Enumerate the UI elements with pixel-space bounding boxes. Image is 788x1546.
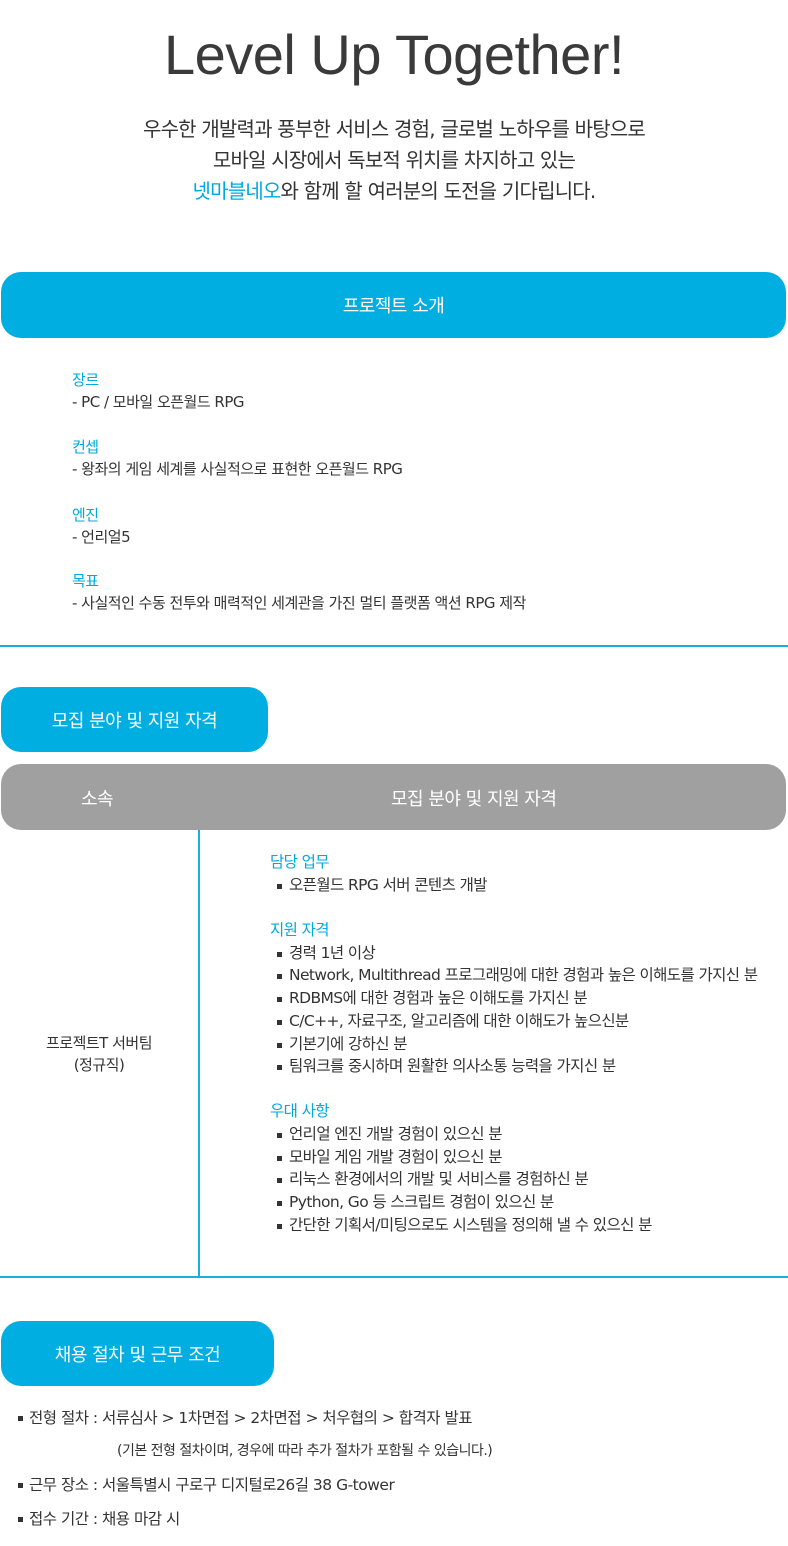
group-value: - PC / 모바일 오픈월드 RPG [72, 393, 245, 411]
group-label: 목표 [72, 572, 99, 590]
goal-group: 목표 - 사실적인 수동 전투와 매력적인 세계관을 가진 멀티 플랫폼 액션 … [72, 570, 526, 614]
item-text: Python, Go 등 스크립트 경험이 있으신 분 [289, 1193, 554, 1212]
group-value: - 사실적인 수동 전투와 매력적인 세계관을 가진 멀티 플랫폼 액션 RPG… [72, 594, 526, 612]
qualification-list: 오픈월드 RPG 서버 콘텐츠 개발 [270, 874, 785, 897]
page-title: Level Up Together! [163, 23, 625, 86]
table-header: 소속 모집 분야 및 지원 자격 [1, 764, 786, 830]
process-steps: 전형 절차 : 서류심사 > 1차면접 > 2차면접 > 처우협의 > 합격자 … [29, 1409, 473, 1427]
employment-type: (정규직) [73, 1056, 125, 1074]
list-item: Python, Go 등 스크립트 경험이 있으신 분 [270, 1191, 785, 1214]
team-cell: 프로젝트T 서버팀 (정규직) [0, 1032, 198, 1076]
intro-line: 모바일 시장에서 독보적 위치를 차지하고 있는 [212, 148, 576, 172]
subsection-title: 우대 사항 [270, 1101, 330, 1120]
subsection-title: 지원 자격 [270, 920, 330, 939]
bullet-icon [277, 997, 282, 1003]
bullet-icon [277, 1019, 282, 1025]
bullet-icon [277, 974, 282, 980]
column-header-team: 소속 [81, 789, 114, 810]
work-location: 근무 장소 : 서울특별시 구로구 디지털로26길 38 G-tower [29, 1476, 395, 1494]
list-item: RDBMS에 대한 경험과 높은 이해도를 가지신 분 [270, 987, 785, 1010]
item-text: RDBMS에 대한 경험과 높은 이해도를 가지신 분 [289, 989, 588, 1008]
list-item: 경력 1년 이상 [270, 942, 785, 965]
group-value: - 왕좌의 게임 세계를 사실적으로 표현한 오픈월드 RPG [72, 460, 403, 478]
intro-text: 우수한 개발력과 풍부한 서비스 경험, 글로벌 노하우를 바탕으로 모바일 시… [0, 114, 788, 207]
item-text: 기본기에 강하신 분 [289, 1034, 408, 1053]
item-text: C/C++, 자료구조, 알고리즘에 대한 이해도가 높으신분 [289, 1011, 629, 1030]
item-text: 오픈월드 RPG 서버 콘텐츠 개발 [289, 876, 488, 894]
project-intro-header: 프로젝트 소개 [1, 272, 786, 338]
group-label: 장르 [72, 371, 99, 389]
bullet-icon [277, 884, 282, 889]
bullet-icon [277, 1155, 282, 1161]
bullet-icon [277, 1178, 282, 1184]
item-text: Network, Multithread 프로그래밍에 대한 경험과 높은 이해… [289, 966, 758, 985]
list-item: 간단한 기획서/미팅으로도 시스템을 정의해 낼 수 있으신 분 [270, 1214, 785, 1237]
engine-group: 엔진 - 언리얼5 [72, 504, 131, 548]
list-item: 접수 기간 : 채용 마감 시 [18, 1507, 492, 1531]
list-item: 언리얼 엔진 개발 경험이 있으신 분 [270, 1123, 785, 1146]
team-name: 프로젝트T 서버팀 [45, 1034, 153, 1052]
bullet-icon [277, 1223, 282, 1229]
list-item: Network, Multithread 프로그래밍에 대한 경험과 높은 이해… [270, 964, 785, 987]
list-item: 리눅스 환경에서의 개발 및 서비스를 경험하신 분 [270, 1168, 785, 1191]
bullet-icon [277, 1065, 282, 1071]
bullet-icon [18, 1483, 23, 1488]
section-title: 채용 절차 및 근무 조건 [54, 1344, 221, 1366]
bullet-icon [18, 1416, 23, 1421]
item-text: 경력 1년 이상 [289, 943, 376, 962]
list-item: 모바일 게임 개발 경험이 있으신 분 [270, 1146, 785, 1169]
company-name: 넷마블네오 [192, 179, 282, 203]
list-item: C/C++, 자료구조, 알고리즘에 대한 이해도가 높으신분 [270, 1010, 785, 1033]
item-text: 언리얼 엔진 개발 경험이 있으신 분 [289, 1124, 502, 1143]
intro-line: 넷마블네오와 함께 할 여러분의 도전을 기다립니다. [0, 176, 788, 207]
recruit-section-header: 모집 분야 및 지원 자격 [1, 687, 268, 752]
concept-group: 컨셉 - 왕좌의 게임 세계를 사실적으로 표현한 오픈월드 RPG [72, 436, 403, 480]
application-period: 접수 기간 : 채용 마감 시 [29, 1510, 180, 1528]
group-label: 컨셉 [72, 438, 99, 456]
bullet-icon [277, 951, 282, 957]
divider [0, 1276, 788, 1278]
list-item: 기본기에 강하신 분 [270, 1033, 785, 1056]
item-text: 간단한 기획서/미팅으로도 시스템을 정의해 낼 수 있으신 분 [289, 1215, 652, 1234]
group-value: - 언리얼5 [72, 528, 131, 546]
column-header-qualifications: 모집 분야 및 지원 자격 [391, 789, 557, 810]
item-text: 모바일 게임 개발 경험이 있으신 분 [289, 1147, 502, 1166]
bullet-icon [277, 1042, 282, 1048]
qualification-list: 경력 1년 이상 Network, Multithread 프로그래밍에 대한 경… [270, 942, 785, 1078]
list-item: 팀워크를 중시하며 원활한 의사소통 능력을 가지신 분 [270, 1055, 785, 1078]
process-list: 전형 절차 : 서류심사 > 1차면접 > 2차면접 > 처우협의 > 합격자 … [18, 1406, 493, 1531]
group-label: 엔진 [72, 506, 99, 524]
intro-line: 우수한 개발력과 풍부한 서비스 경험, 글로벌 노하우를 바탕으로 [142, 117, 646, 141]
list-item: 근무 장소 : 서울특별시 구로구 디지털로26길 38 G-tower [18, 1473, 492, 1497]
item-text: 팀워크를 중시하며 원활한 의사소통 능력을 가지신 분 [289, 1057, 616, 1076]
bullet-icon [277, 1132, 282, 1138]
list-item: 오픈월드 RPG 서버 콘텐츠 개발 [270, 874, 785, 897]
column-divider [198, 830, 200, 1278]
process-section-header: 채용 절차 및 근무 조건 [1, 1321, 274, 1386]
bullet-icon [18, 1517, 23, 1522]
list-item: 전형 절차 : 서류심사 > 1차면접 > 2차면접 > 처우협의 > 합격자 … [18, 1406, 492, 1430]
intro-rest: 와 함께 할 여러분의 도전을 기다립니다. [280, 179, 597, 203]
process-note: (기본 전형 절차이며, 경우에 따라 추가 절차가 포함될 수 있습니다.) [117, 1443, 493, 1459]
item-text: 리눅스 환경에서의 개발 및 서비스를 경험하신 분 [289, 1170, 589, 1189]
divider [0, 645, 788, 647]
section-title: 프로젝트 소개 [342, 296, 445, 317]
subsection-title: 담당 업무 [270, 853, 330, 871]
section-title: 모집 분야 및 지원 자격 [51, 710, 218, 732]
genre-group: 장르 - PC / 모바일 오픈월드 RPG [72, 369, 245, 413]
bullet-icon [277, 1201, 282, 1207]
